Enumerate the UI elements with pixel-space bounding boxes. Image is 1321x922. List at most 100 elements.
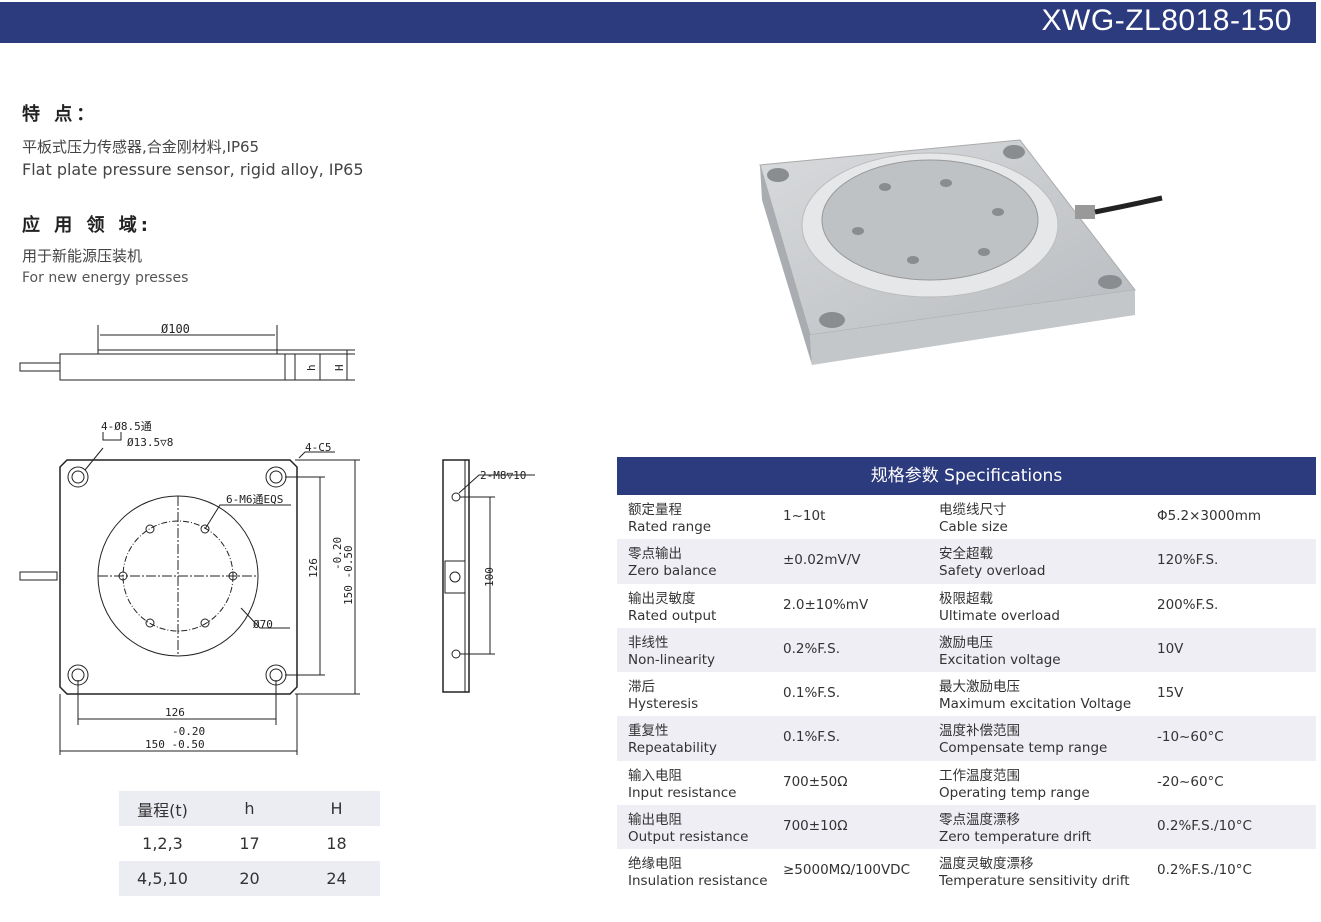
param-en: Operating temp range <box>939 784 1090 801</box>
cell: 18 <box>326 834 347 853</box>
application-zh: 用于新能源压装机 <box>22 247 143 265</box>
col-h: h <box>244 799 255 818</box>
param-en: Ultimate overload <box>939 607 1060 624</box>
param-zh: 安全超载 <box>939 546 993 563</box>
param-zh: 额定量程 <box>628 502 682 518</box>
param-zh: 输出电阻 <box>628 812 682 829</box>
cell: 20 <box>239 869 260 888</box>
header-bar: XWG-ZL8018-150 <box>0 2 1316 43</box>
param-en: Compensate temp range <box>939 740 1108 757</box>
dim-side: 100 <box>483 567 496 587</box>
param-en: Rated range <box>628 519 712 535</box>
param-value: ±0.02mV/V <box>783 552 861 569</box>
features-heading: 特 点： <box>22 104 99 125</box>
param-en: Safety overload <box>939 563 1046 580</box>
features-zh: 平板式压力传感器,合金刚材料,IP65 <box>22 138 260 156</box>
param-zh: 电缆线尺寸 <box>939 502 1007 518</box>
param-zh: 温度灵敏度漂移 <box>939 856 1034 873</box>
param-value: 10V <box>1157 640 1184 657</box>
param-en: Rated output <box>628 607 717 624</box>
product-title: XWG-ZL8018-150 <box>1041 4 1292 37</box>
param-en: Output resistance <box>628 829 749 846</box>
col-range: 量程(t) <box>137 800 188 820</box>
label-holes: 4-Ø8.5通 <box>101 420 152 433</box>
param-en: Input resistance <box>628 784 737 801</box>
param-en: Cable size <box>939 519 1008 535</box>
param-value: 700±50Ω <box>783 773 848 790</box>
dim-h: h <box>305 364 318 371</box>
param-value: 0.1%F.S. <box>783 729 841 746</box>
dim-dia100: Ø100 <box>161 322 190 336</box>
param-zh: 温度补偿范围 <box>939 723 1020 740</box>
param-zh: 非线性 <box>628 634 669 651</box>
dim-tol-upper-v: -0.20 <box>331 537 344 570</box>
param-zh: 极限超载 <box>939 590 993 607</box>
param-value: 200%F.S. <box>1157 596 1219 613</box>
dim-H: H <box>333 364 346 371</box>
dim-pitch-h: 126 <box>165 706 185 719</box>
label-side-thread: 2-M8▽10 <box>480 469 526 482</box>
param-zh: 工作温度范围 <box>939 767 1020 784</box>
param-zh: 绝缘电阻 <box>628 856 682 873</box>
product-photo <box>759 139 1163 365</box>
param-zh: 输入电阻 <box>628 767 682 784</box>
param-value: 700±10Ω <box>783 818 848 835</box>
param-value: 0.2%F.S./10°C <box>1157 862 1252 879</box>
side-view-drawing: Ø100 h H <box>19 322 355 381</box>
param-en: Insulation resistance <box>628 873 768 890</box>
table-row: 4,5,10 20 24 <box>119 861 380 896</box>
param-value: Φ5.2×3000mm <box>1157 508 1262 524</box>
cell: 17 <box>239 834 260 853</box>
param-en: Repeatability <box>628 740 717 757</box>
param-value: -20~60°C <box>1157 773 1224 790</box>
param-zh: 零点输出 <box>628 546 682 563</box>
dim-tol-lower-h: 150 -0.50 <box>145 738 205 751</box>
param-en: Zero balance <box>628 563 717 580</box>
param-value: 1~10t <box>783 508 826 524</box>
param-zh: 滞后 <box>628 679 655 696</box>
param-zh: 最大激励电压 <box>939 679 1020 696</box>
param-en: Excitation voltage <box>939 651 1061 668</box>
param-value: -10~60°C <box>1157 729 1224 746</box>
label-dia70: Ø70 <box>253 618 273 631</box>
dim-pitch-v: 126 <box>307 558 320 578</box>
param-value: 0.1%F.S. <box>783 685 841 702</box>
dim-tol-upper-h: -0.20 <box>172 725 205 738</box>
param-value: 0.2%F.S./10°C <box>1157 818 1252 835</box>
param-zh: 输出灵敏度 <box>628 590 696 607</box>
param-zh: 重复性 <box>628 723 669 740</box>
table-row: 1,2,3 17 18 <box>119 826 380 861</box>
param-value: ≥5000MΩ/100VDC <box>783 862 911 879</box>
application-heading: 应 用 领 域: <box>22 215 152 236</box>
label-threads: 6-M6通EQS <box>226 493 283 506</box>
param-value: 2.0±10%mV <box>783 596 869 613</box>
features-en: Flat plate pressure sensor, rigid alloy,… <box>22 160 364 179</box>
param-zh: 零点温度漂移 <box>939 812 1020 829</box>
cell: 1,2,3 <box>142 834 183 853</box>
param-en: Temperature sensitivity drift <box>939 873 1130 890</box>
label-counterbore: Ø13.5▽8 <box>127 436 173 449</box>
right-view-drawing: 2-M8▽10 100 <box>442 459 535 693</box>
param-value: 120%F.S. <box>1157 552 1219 569</box>
top-view-drawing: 4-Ø8.5通 Ø13.5▽8 4-C5 6-M6通EQS Ø70 126 -0… <box>19 420 360 755</box>
label-chamfer: 4-C5 <box>305 441 332 454</box>
param-en: Non-linearity <box>628 651 716 668</box>
specifications-title: 规格参数 Specifications <box>617 457 1316 495</box>
param-en: Maximum excitation Voltage <box>939 696 1132 713</box>
cell: 4,5,10 <box>137 869 188 888</box>
param-value: 0.2%F.S. <box>783 640 841 657</box>
param-en: Zero temperature drift <box>939 829 1092 846</box>
param-value: 15V <box>1157 685 1184 702</box>
cell: 24 <box>326 869 347 888</box>
